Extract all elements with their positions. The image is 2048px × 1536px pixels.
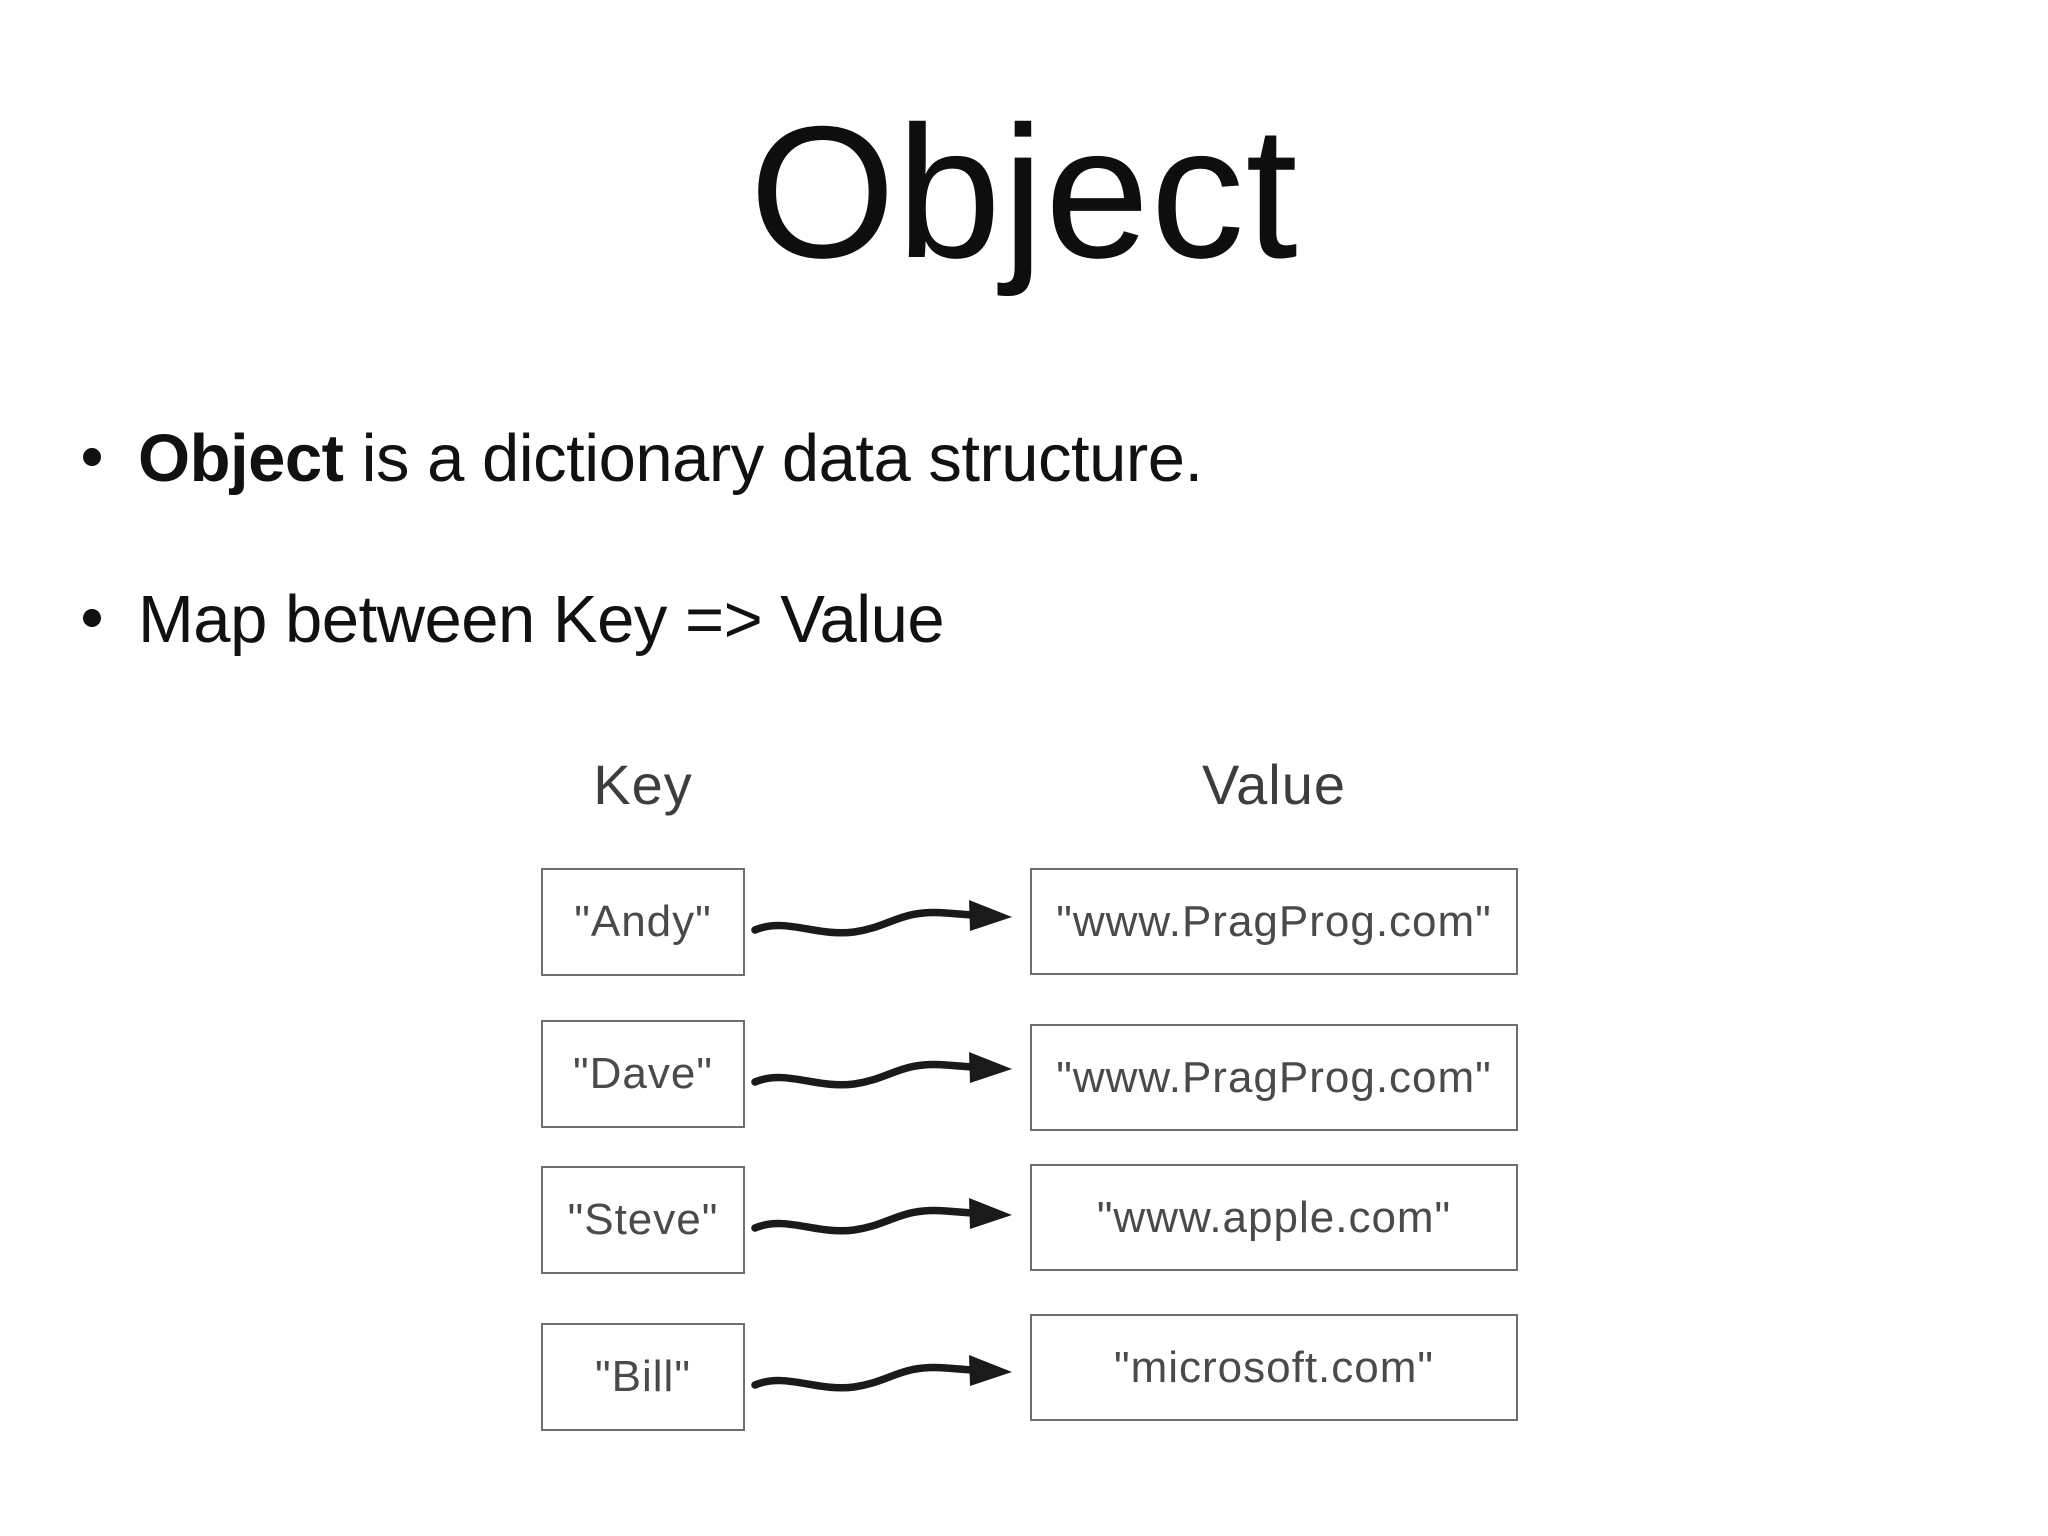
- key-column-header: Key: [593, 753, 693, 816]
- wavy-arrow-icon: [750, 1032, 1020, 1112]
- bullet-rest: is a dictionary data structure.: [343, 421, 1204, 496]
- wavy-arrow-icon: [750, 880, 1020, 960]
- value-box: "www.apple.com": [1030, 1164, 1518, 1271]
- key-box: "Bill": [541, 1323, 745, 1431]
- key-box: "Dave": [541, 1020, 745, 1128]
- bullet-item-map: Map between Key => Value: [83, 581, 945, 658]
- bullet-item-object: Object is a dictionary data structure.: [83, 420, 1203, 497]
- bullet-text: Object is a dictionary data structure.: [138, 420, 1203, 497]
- value-box: "www.PragProg.com": [1030, 868, 1518, 975]
- bullet-dot-icon: [83, 448, 101, 466]
- key-box: "Steve": [541, 1166, 745, 1274]
- wavy-arrow-icon: [750, 1335, 1020, 1415]
- value-box: "microsoft.com": [1030, 1314, 1518, 1421]
- page-title: Object: [749, 87, 1299, 297]
- bullet-rest: Map between Key => Value: [138, 582, 945, 657]
- value-column-header: Value: [1201, 753, 1347, 816]
- wavy-arrow-icon: [750, 1178, 1020, 1258]
- bullet-dot-icon: [83, 609, 101, 627]
- bullet-text: Map between Key => Value: [138, 581, 945, 658]
- bullet-bold-lead: Object: [138, 421, 344, 496]
- value-box: "www.PragProg.com": [1030, 1024, 1518, 1131]
- key-box: "Andy": [541, 868, 745, 976]
